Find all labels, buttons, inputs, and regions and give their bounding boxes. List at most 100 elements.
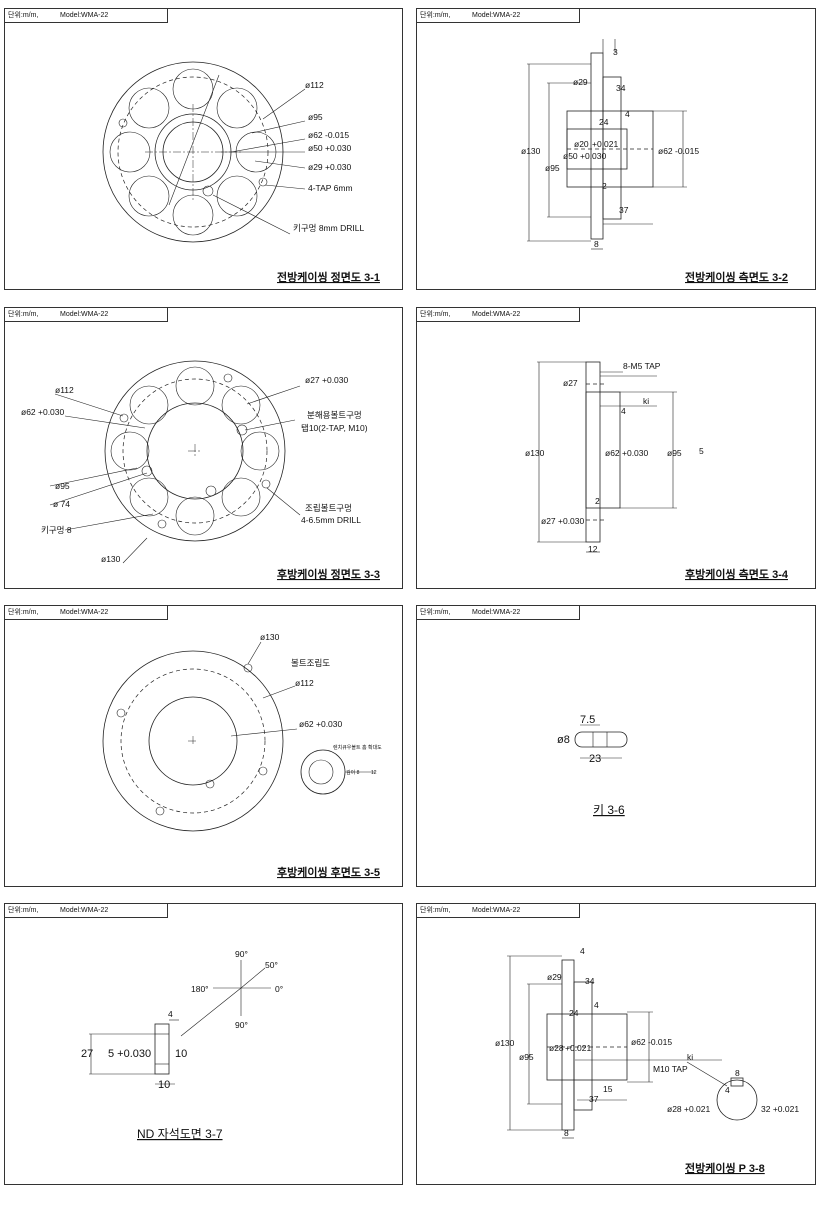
- dim-label: ø112: [305, 80, 324, 90]
- dim-label: 27: [81, 1048, 93, 1060]
- dim-label: 10: [175, 1048, 187, 1060]
- dim-label: 4-6.5mm DRILL: [301, 515, 361, 525]
- dim-label: 조립볼트구멍: [305, 503, 352, 513]
- dim-label: ø62 +0.030: [21, 407, 65, 417]
- dim-label: M10 TAP: [653, 1064, 688, 1074]
- dim-label: 50°: [265, 960, 278, 970]
- dim-label: 탭10(2-TAP, M10): [301, 423, 368, 433]
- dim-label: 3: [613, 47, 618, 57]
- dim-label: 34: [585, 976, 595, 986]
- dim-label: ø95: [519, 1052, 534, 1062]
- dim-label: ø29: [573, 77, 588, 87]
- drawing-sheet-3-4: 단위:m/m, Model:WMA-22 8-M5 TAP ø27 ki 4 ø1…: [416, 307, 816, 589]
- dim-label: ø130: [260, 632, 280, 642]
- dim-label: ø50 +0.030: [308, 143, 352, 153]
- dim-label: ø95: [667, 448, 682, 458]
- dim-label: ø62 -0.015: [308, 130, 349, 140]
- dim-label: ø112: [295, 678, 314, 688]
- dim-label: 키구멍 8mm DRILL: [293, 223, 364, 233]
- drawing-title: 후방케이씽 측면도 3-4: [685, 567, 789, 581]
- dim-label: 렌치큐우볼트 홈 확대도: [333, 744, 382, 751]
- side-view-drawing: 3 ø29 34 4 24 ø20 +0.021 ø130 ø50 +0.030…: [521, 39, 788, 284]
- dim-label: ø130: [495, 1038, 515, 1048]
- model-label: Model:WMA-22: [472, 311, 521, 318]
- unit-label: 단위:m/m,: [420, 907, 451, 914]
- dim-label: ø27 +0.030: [305, 375, 349, 385]
- dim-label: ø62 -0.015: [658, 146, 699, 156]
- dim-label: 24: [569, 1008, 579, 1018]
- unit-label: 단위:m/m,: [8, 609, 39, 616]
- drawing-title: 전방케이씽 측면도 3-2: [685, 270, 788, 284]
- dim-label: 10: [158, 1079, 170, 1091]
- model-label: Model:WMA-22: [60, 907, 109, 914]
- dim-label: 2: [595, 496, 600, 506]
- drawing-sheet-3-7: 단위:m/m, Model:WMA-22 90° 50° 180° 0° 90° …: [4, 903, 403, 1185]
- dim-label: 0°: [275, 984, 283, 994]
- dim-label: 4: [594, 1000, 599, 1010]
- dim-label: 볼트조립도: [291, 658, 330, 668]
- front-view-drawing: ø112 ø95 ø62 -0.015 ø50 +0.030 ø29 +0.03…: [102, 61, 380, 284]
- dim-label: 32 +0.021: [761, 1104, 799, 1114]
- unit-label: 단위:m/m,: [420, 311, 451, 318]
- model-label: Model:WMA-22: [60, 609, 109, 616]
- dim-label: 8: [735, 1068, 740, 1078]
- title-block: 단위:m/m,Model:WMA-22: [417, 9, 580, 23]
- model-label: Model:WMA-22: [472, 907, 521, 914]
- drawing-title: 전방케이씽 P 3-8: [685, 1161, 765, 1175]
- title-block: 단위:m/m,Model:WMA-22: [5, 308, 168, 322]
- dim-label: ø130: [525, 448, 545, 458]
- dim-label: 90°: [235, 949, 248, 959]
- magnet-drawing: 90° 50° 180° 0° 90° 4 27 5 +0.030 10 10 …: [81, 949, 283, 1141]
- dim-label: ø27: [563, 378, 578, 388]
- unit-label: 단위:m/m,: [8, 907, 39, 914]
- rear-front-view-drawing: ø112 ø27 +0.030 ø62 +0.030 분해용볼트구멍 탭10(2…: [21, 360, 380, 581]
- dim-label: 4: [625, 109, 630, 119]
- dim-label: 8: [564, 1128, 569, 1138]
- drawing-sheet-3-8: 단위:m/m, Model:WMA-22 4 ø29 34 4 24 ø130 ø…: [416, 903, 816, 1185]
- dim-label: ki: [643, 396, 649, 406]
- dim-label: 4: [725, 1085, 730, 1095]
- drawing-title: 후방케이씽 후면도 3-5: [277, 865, 380, 879]
- drawing-sheet-3-1: 단위:m/m,Model:WMA-22 ø112 ø95 ø62 -0.015 …: [4, 8, 403, 290]
- key-drawing: 7.5 ø8 23 키 3-6: [557, 714, 628, 817]
- dim-label: 15: [603, 1084, 613, 1094]
- dim-label: ø29: [547, 972, 562, 982]
- dim-label: ø50 +0.030: [563, 151, 607, 161]
- dim-label: ø130: [521, 146, 541, 156]
- dim-label: ø28 +0.021: [667, 1104, 711, 1114]
- title-block: 단위:m/m, Model:WMA-22: [5, 606, 168, 620]
- dim-label: 12: [588, 544, 598, 554]
- drawing-sheet-3-5: 단위:m/m, Model:WMA-22 ø130 볼트조립도 ø112 ø62 …: [4, 605, 403, 887]
- dim-label: ø62 -0.015: [631, 1037, 672, 1047]
- dim-label: +0.021: [565, 1043, 592, 1053]
- dim-label: ø112: [55, 385, 74, 395]
- dim-label: 4: [580, 946, 585, 956]
- dim-label: 37: [589, 1094, 599, 1104]
- dim-label: 7.5: [580, 714, 595, 726]
- rear-side-view-drawing: 8-M5 TAP ø27 ki 4 ø130 ø62 +0.030 ø95 5 …: [525, 361, 789, 581]
- drawing-sheet-3-2: 단위:m/m,Model:WMA-22 3 ø29 34 4 24 ø20 +0…: [416, 8, 816, 290]
- title-block: 단위:m/m,Model:WMA-22: [417, 606, 580, 620]
- title-block: 단위:m/m, Model:WMA-22: [417, 308, 580, 322]
- drawing-sheet-3-6: 단위:m/m,Model:WMA-22 7.5 ø8 23 키 3-6: [416, 605, 816, 887]
- dim-label: ø62 +0.030: [605, 448, 649, 458]
- rear-back-view-drawing: ø130 볼트조립도 ø112 ø62 +0.030 렌치큐우볼트 홈 확대도 …: [102, 632, 382, 879]
- drawing-title: 키 3-6: [593, 803, 625, 817]
- unit-label: 단위:m/m,: [420, 12, 451, 19]
- dim-label: 8-M5 TAP: [623, 361, 661, 371]
- dim-label: ki: [687, 1052, 693, 1062]
- unit-label: 단위:m/m,: [420, 609, 451, 616]
- dim-label: ø130: [101, 554, 121, 564]
- dim-label: ø27 +0.030: [541, 516, 585, 526]
- dim-label: ø28: [549, 1043, 564, 1053]
- dim-label: 180°: [191, 984, 209, 994]
- drawing-sheet-3-3: 단위:m/m,Model:WMA-22 ø112 ø27 +0.030 ø62 …: [4, 307, 403, 589]
- dim-label: 37: [619, 205, 629, 215]
- dim-label: 2: [602, 181, 607, 191]
- dim-label: 키구멍 8: [41, 525, 72, 535]
- dim-label: 23: [589, 753, 601, 765]
- dim-label: ø95: [545, 163, 560, 173]
- model-label: Model:WMA-22: [60, 311, 109, 318]
- drawing-title: ND 자석도면 3-7: [137, 1127, 223, 1141]
- dim-label: ø20: [574, 139, 589, 149]
